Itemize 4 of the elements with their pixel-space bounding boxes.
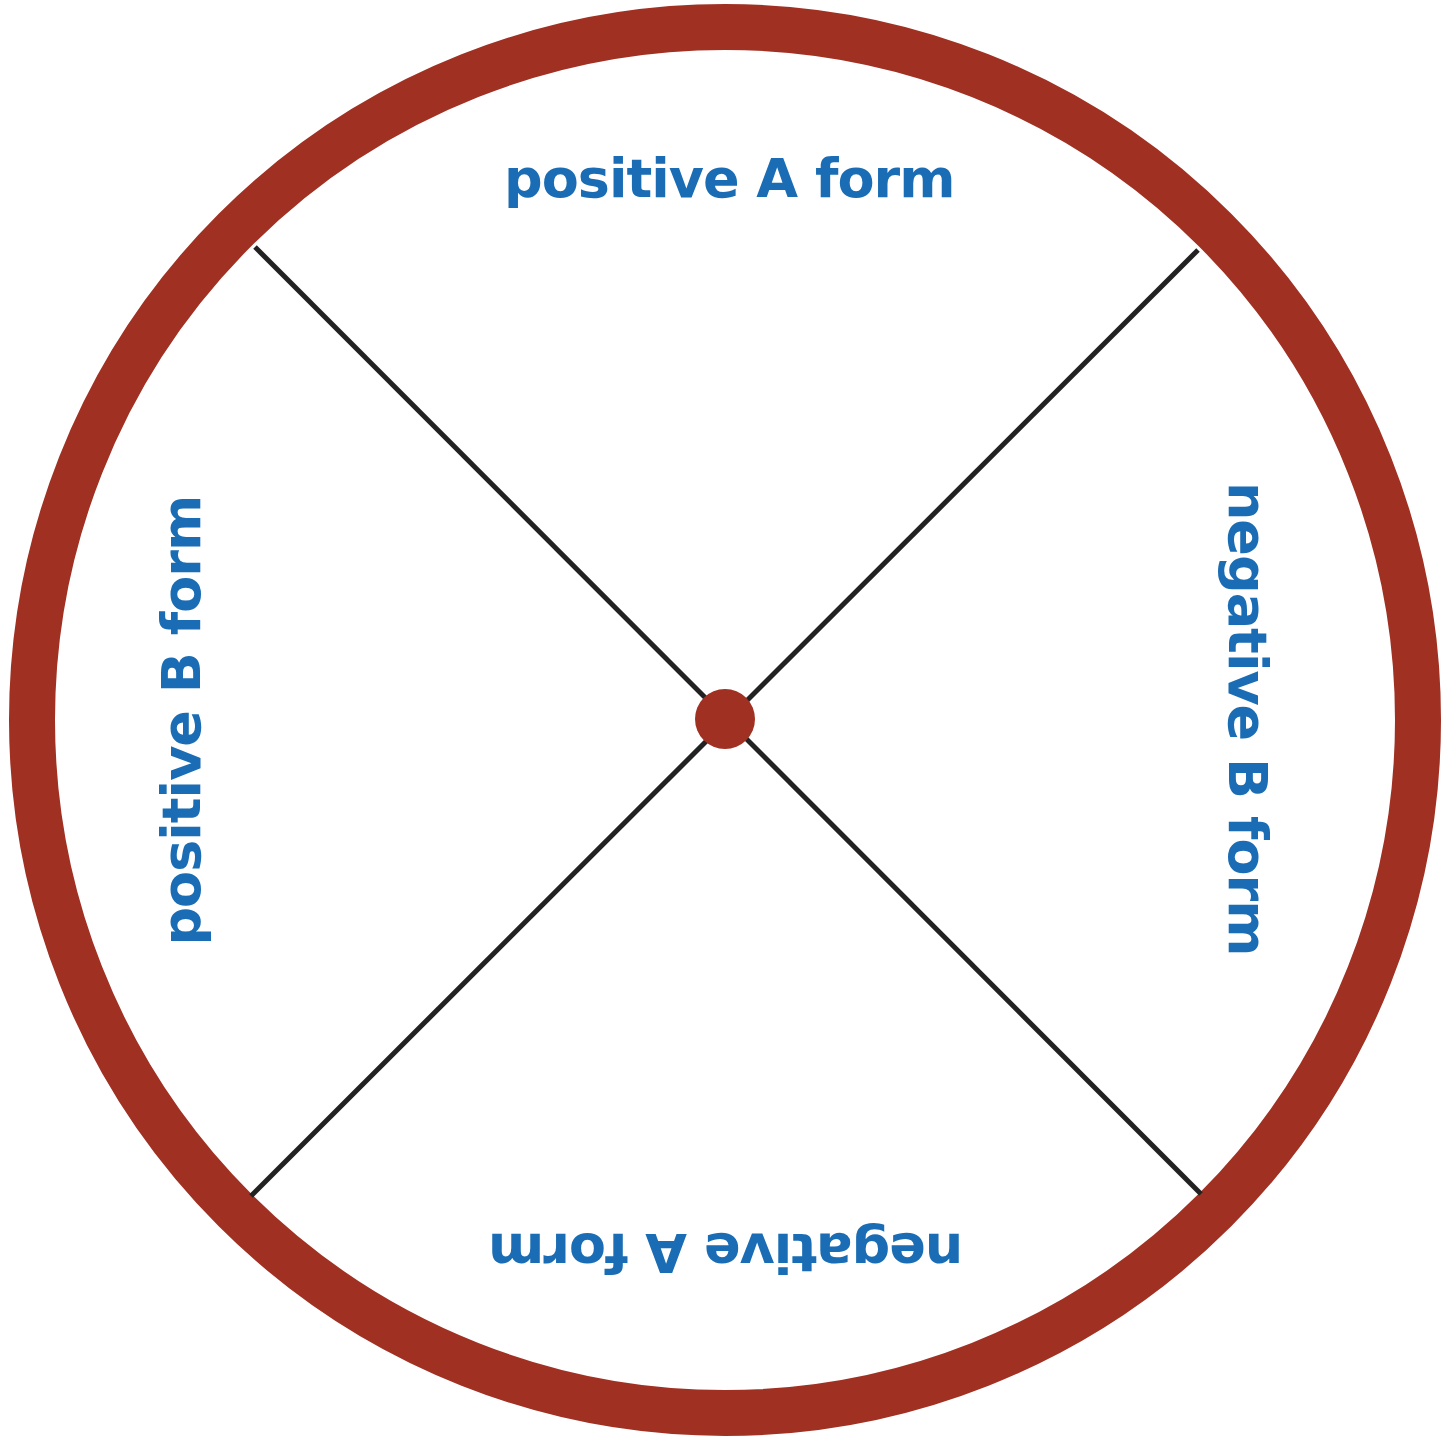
- quadrant-label: positive A form: [504, 148, 955, 208]
- quadrant-label: positive B form: [152, 495, 212, 946]
- quadrant-label: negative B form: [1218, 481, 1278, 955]
- quadrant-label: negative A form: [489, 1222, 964, 1282]
